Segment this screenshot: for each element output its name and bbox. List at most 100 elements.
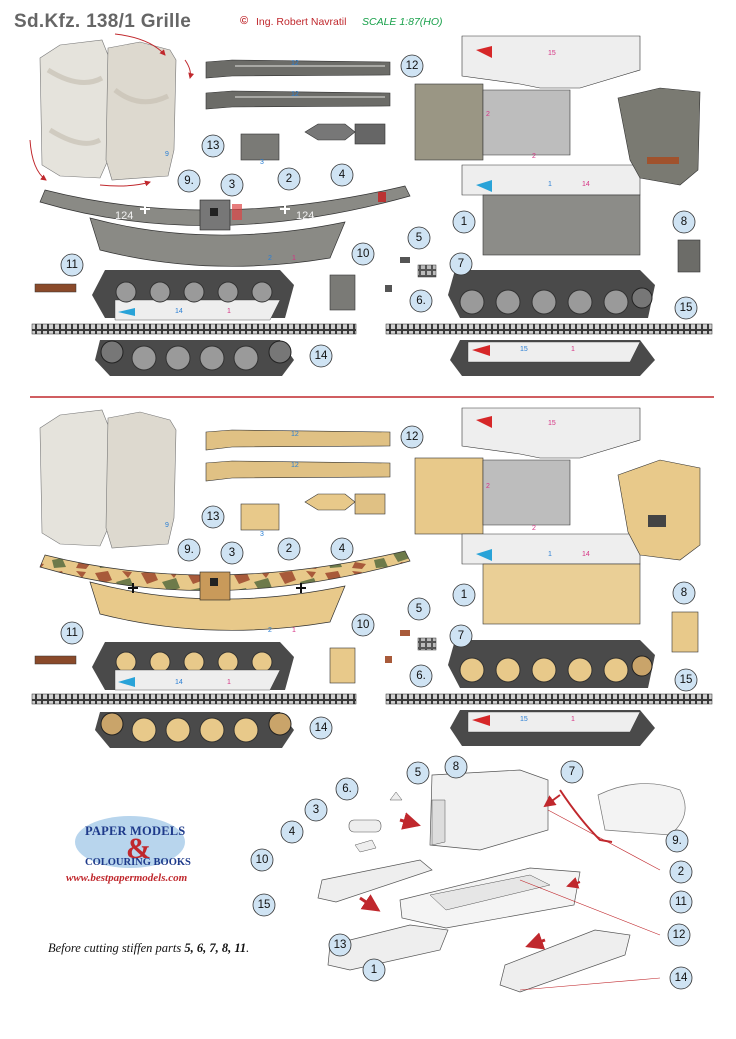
- part-marking-part_numbers_bottom-8: 1: [292, 627, 296, 634]
- callout-label-top-13: 14: [315, 350, 328, 362]
- callout-label-assembly-1: 8: [453, 761, 459, 773]
- callout-label-top-5: 12: [406, 60, 419, 72]
- callout-label-top-8: 5: [416, 232, 422, 244]
- part-marking-part_numbers_top-8: 1: [292, 255, 296, 262]
- part-marking-part_numbers_top-12: 9: [165, 151, 169, 158]
- callout-circle-assembly-5: [280, 820, 304, 844]
- callout-circle-bottom-14: [674, 668, 698, 692]
- callout-circle-top-10: [409, 289, 433, 313]
- callout-circle-assembly-4: [304, 798, 328, 822]
- callout-circle-top-12: [60, 253, 84, 277]
- note-parts: 5, 6, 7, 8, 11: [184, 941, 247, 955]
- part-15-running-gear-top: [385, 270, 713, 376]
- part-marking-part_numbers_bottom-13: 15: [520, 716, 528, 723]
- part-marking-part_numbers_bottom-1: 2: [486, 483, 490, 490]
- callout-label-bottom-12: 11: [66, 627, 78, 639]
- callout-label-bottom-0: 13: [207, 511, 220, 523]
- callout-label-bottom-1: 3: [229, 547, 235, 559]
- callout-label-assembly-9: 11: [675, 896, 687, 908]
- callout-label-top-3: 4: [339, 169, 346, 181]
- part-14-running-gear-camo: [31, 642, 357, 748]
- callout-circle-assembly-6: [250, 848, 274, 872]
- part-marking-part_numbers_top-4: 14: [582, 181, 590, 188]
- callout-circle-bottom-1: [220, 541, 244, 565]
- callout-label-assembly-4: 3: [313, 804, 319, 816]
- tactical-number-right: 124: [296, 210, 314, 222]
- callout-circle-bottom-8: [407, 597, 431, 621]
- logo-line1: PAPER MODELS: [85, 824, 186, 838]
- callout-circle-bottom-3: [330, 537, 354, 561]
- part-11-plank-camo: [34, 655, 77, 665]
- part-3-box-camo: [240, 503, 280, 531]
- part-marking-part_numbers_bottom-12: 9: [165, 522, 169, 529]
- part-9-cover: [39, 39, 177, 181]
- part-8-bracket: [677, 239, 701, 273]
- callout-circle-bottom-7: [672, 581, 696, 605]
- callout-circle-top-3: [330, 163, 354, 187]
- callout-circle-assembly-8: [669, 860, 693, 884]
- part-marking-part_numbers_bottom-5: 14: [175, 679, 183, 686]
- callout-label-top-2: 2: [286, 173, 292, 185]
- model-title: Sd.Kfz. 138/1 Grille: [14, 11, 192, 32]
- bottom-sheet-camo: [31, 407, 713, 748]
- callout-label-bottom-2: 2: [286, 543, 292, 555]
- callout-label-assembly-11: 12: [673, 929, 686, 941]
- callout-circle-bottom-13: [309, 716, 333, 740]
- callout-label-bottom-8: 5: [416, 603, 422, 615]
- logo-line2: COLOURING BOOKS: [85, 857, 191, 868]
- part-marking-part_numbers_bottom-4: 14: [582, 551, 590, 558]
- tactical-number-left: 124: [115, 210, 133, 222]
- callout-label-top-1: 3: [229, 179, 235, 191]
- callout-circle-top-13: [309, 344, 333, 368]
- callout-circle-top-8: [407, 226, 431, 250]
- callout-circle-top-7: [672, 210, 696, 234]
- part-marking-part_numbers_bottom-11: 3: [260, 531, 264, 538]
- part-marking-part_numbers_top-7: 2: [268, 255, 272, 262]
- part-7-grate-camo: [417, 637, 437, 651]
- callout-label-bottom-11: 10: [357, 619, 370, 631]
- part-marking-part_numbers_top-14: 1: [571, 346, 575, 353]
- part-14-running-gear-top: [31, 270, 357, 376]
- part-5-small-camo: [400, 630, 410, 636]
- callout-label-assembly-8: 2: [678, 866, 684, 878]
- callout-circle-bottom-9: [449, 624, 473, 648]
- callout-label-assembly-13: 1: [371, 964, 377, 976]
- callout-label-bottom-4: 9.: [184, 544, 194, 556]
- callout-circle-bottom-11: [351, 613, 375, 637]
- assembly-diagram: [317, 769, 686, 993]
- part-marking-part_numbers_bottom-10: 12: [291, 462, 299, 469]
- callout-circle-bottom-2: [277, 537, 301, 561]
- callout-circle-assembly-1: [444, 755, 468, 779]
- callout-circle-assembly-9: [669, 890, 693, 914]
- header: Sd.Kfz. 138/1 Grille © Ing. Robert Navra…: [0, 0, 736, 34]
- part-marking-part_numbers_top-6: 1: [227, 308, 231, 315]
- callout-circle-top-4: [177, 169, 201, 193]
- part-1-hull-camo: [414, 407, 641, 625]
- callout-label-bottom-7: 8: [681, 587, 687, 599]
- part-marking-part_numbers_bottom-9: 12: [291, 431, 299, 438]
- callout-circle-bottom-5: [400, 425, 424, 449]
- callout-label-assembly-14: 14: [675, 972, 688, 984]
- callout-circle-bottom-12: [60, 621, 84, 645]
- part-10-block: [329, 274, 356, 311]
- part-7-rear-plate: [617, 87, 701, 186]
- part-15-running-gear-camo: [385, 640, 713, 746]
- part-3-box: [240, 133, 280, 161]
- callout-label-bottom-14: 15: [680, 674, 693, 686]
- callout-label-top-11: 10: [357, 248, 370, 260]
- callout-label-top-14: 15: [680, 302, 693, 314]
- callout-label-assembly-10: 15: [258, 899, 271, 911]
- part-10-block-camo: [329, 647, 356, 684]
- logo-url[interactable]: www.bestpapermodels.com: [66, 872, 188, 884]
- callout-circle-assembly-13: [362, 958, 386, 982]
- callout-circle-bottom-0: [201, 505, 225, 529]
- instruction-note: Before cutting stiffen parts 5, 6, 7, 8,…: [48, 941, 249, 956]
- part-1-hull-top: [414, 35, 641, 256]
- part-marking-part_numbers_bottom-2: 2: [532, 525, 536, 532]
- callout-label-top-4: 9.: [184, 175, 194, 187]
- copyright-icon: ©: [240, 15, 249, 27]
- callout-circle-top-1: [220, 173, 244, 197]
- part-6-small: [385, 285, 392, 292]
- part-2-superstructure: [39, 185, 411, 267]
